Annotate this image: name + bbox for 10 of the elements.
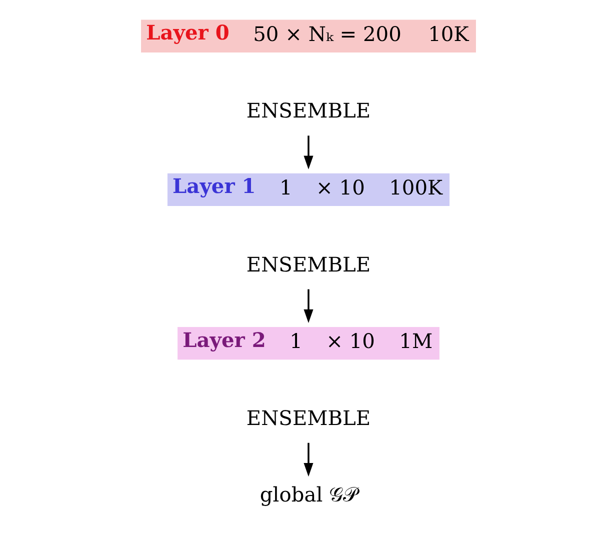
node-box: Layer 0 50 × Nₖ = 200 10K [140, 20, 476, 52]
arrow [303, 289, 313, 324]
arrow [303, 442, 313, 477]
node-text: global 𝒢𝒫 [259, 482, 357, 507]
node-text: ENSEMBLE [246, 406, 370, 430]
arrow [303, 136, 313, 170]
node-box: Layer 1 1 × 10 100K [166, 173, 450, 206]
node-text: ENSEMBLE [246, 98, 370, 123]
node-text: ENSEMBLE [246, 252, 370, 276]
node-box: Layer 2 1 × 10 1M [177, 326, 439, 360]
